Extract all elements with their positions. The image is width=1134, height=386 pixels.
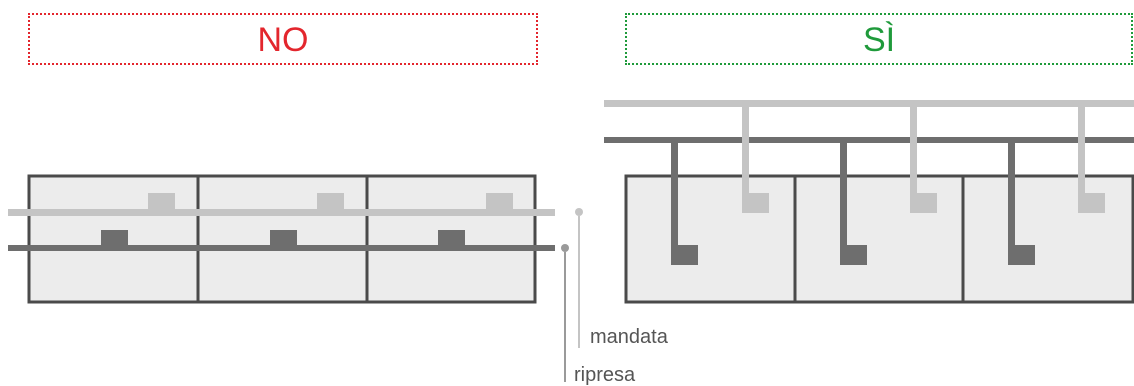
supply-diffuser	[148, 193, 175, 213]
return-branch	[671, 140, 678, 264]
return-legend-label: ripresa	[574, 364, 636, 386]
return-grille	[1008, 245, 1035, 265]
supply-diffuser	[486, 193, 513, 213]
return-grille	[671, 245, 698, 265]
return-duct	[604, 137, 1134, 143]
yes-label-box: SÌ	[625, 13, 1133, 65]
return-branch	[1008, 140, 1015, 264]
supply-branch	[1078, 103, 1085, 213]
yes-label: SÌ	[862, 21, 896, 59]
supply-diffuser	[317, 193, 344, 213]
no-label-box: NO	[28, 13, 538, 65]
return-grille	[840, 245, 867, 265]
room-row-correct	[624, 174, 1134, 304]
supply-diffuser	[910, 193, 937, 213]
correct-layout	[604, 100, 1134, 304]
supply-diffuser	[1078, 193, 1105, 213]
supply-duct	[604, 100, 1134, 107]
return-legend-dot	[561, 244, 569, 252]
no-label: NO	[257, 21, 309, 59]
supply-duct	[8, 209, 555, 216]
supply-branch	[910, 103, 917, 213]
supply-legend-dot	[575, 208, 583, 216]
legend-leaders	[561, 208, 583, 382]
return-branch	[840, 140, 847, 264]
supply-diffuser	[742, 193, 769, 213]
supply-legend-label: mandata	[590, 326, 668, 348]
return-duct	[8, 245, 555, 251]
incorrect-layout	[8, 174, 555, 304]
supply-branch	[742, 103, 749, 213]
